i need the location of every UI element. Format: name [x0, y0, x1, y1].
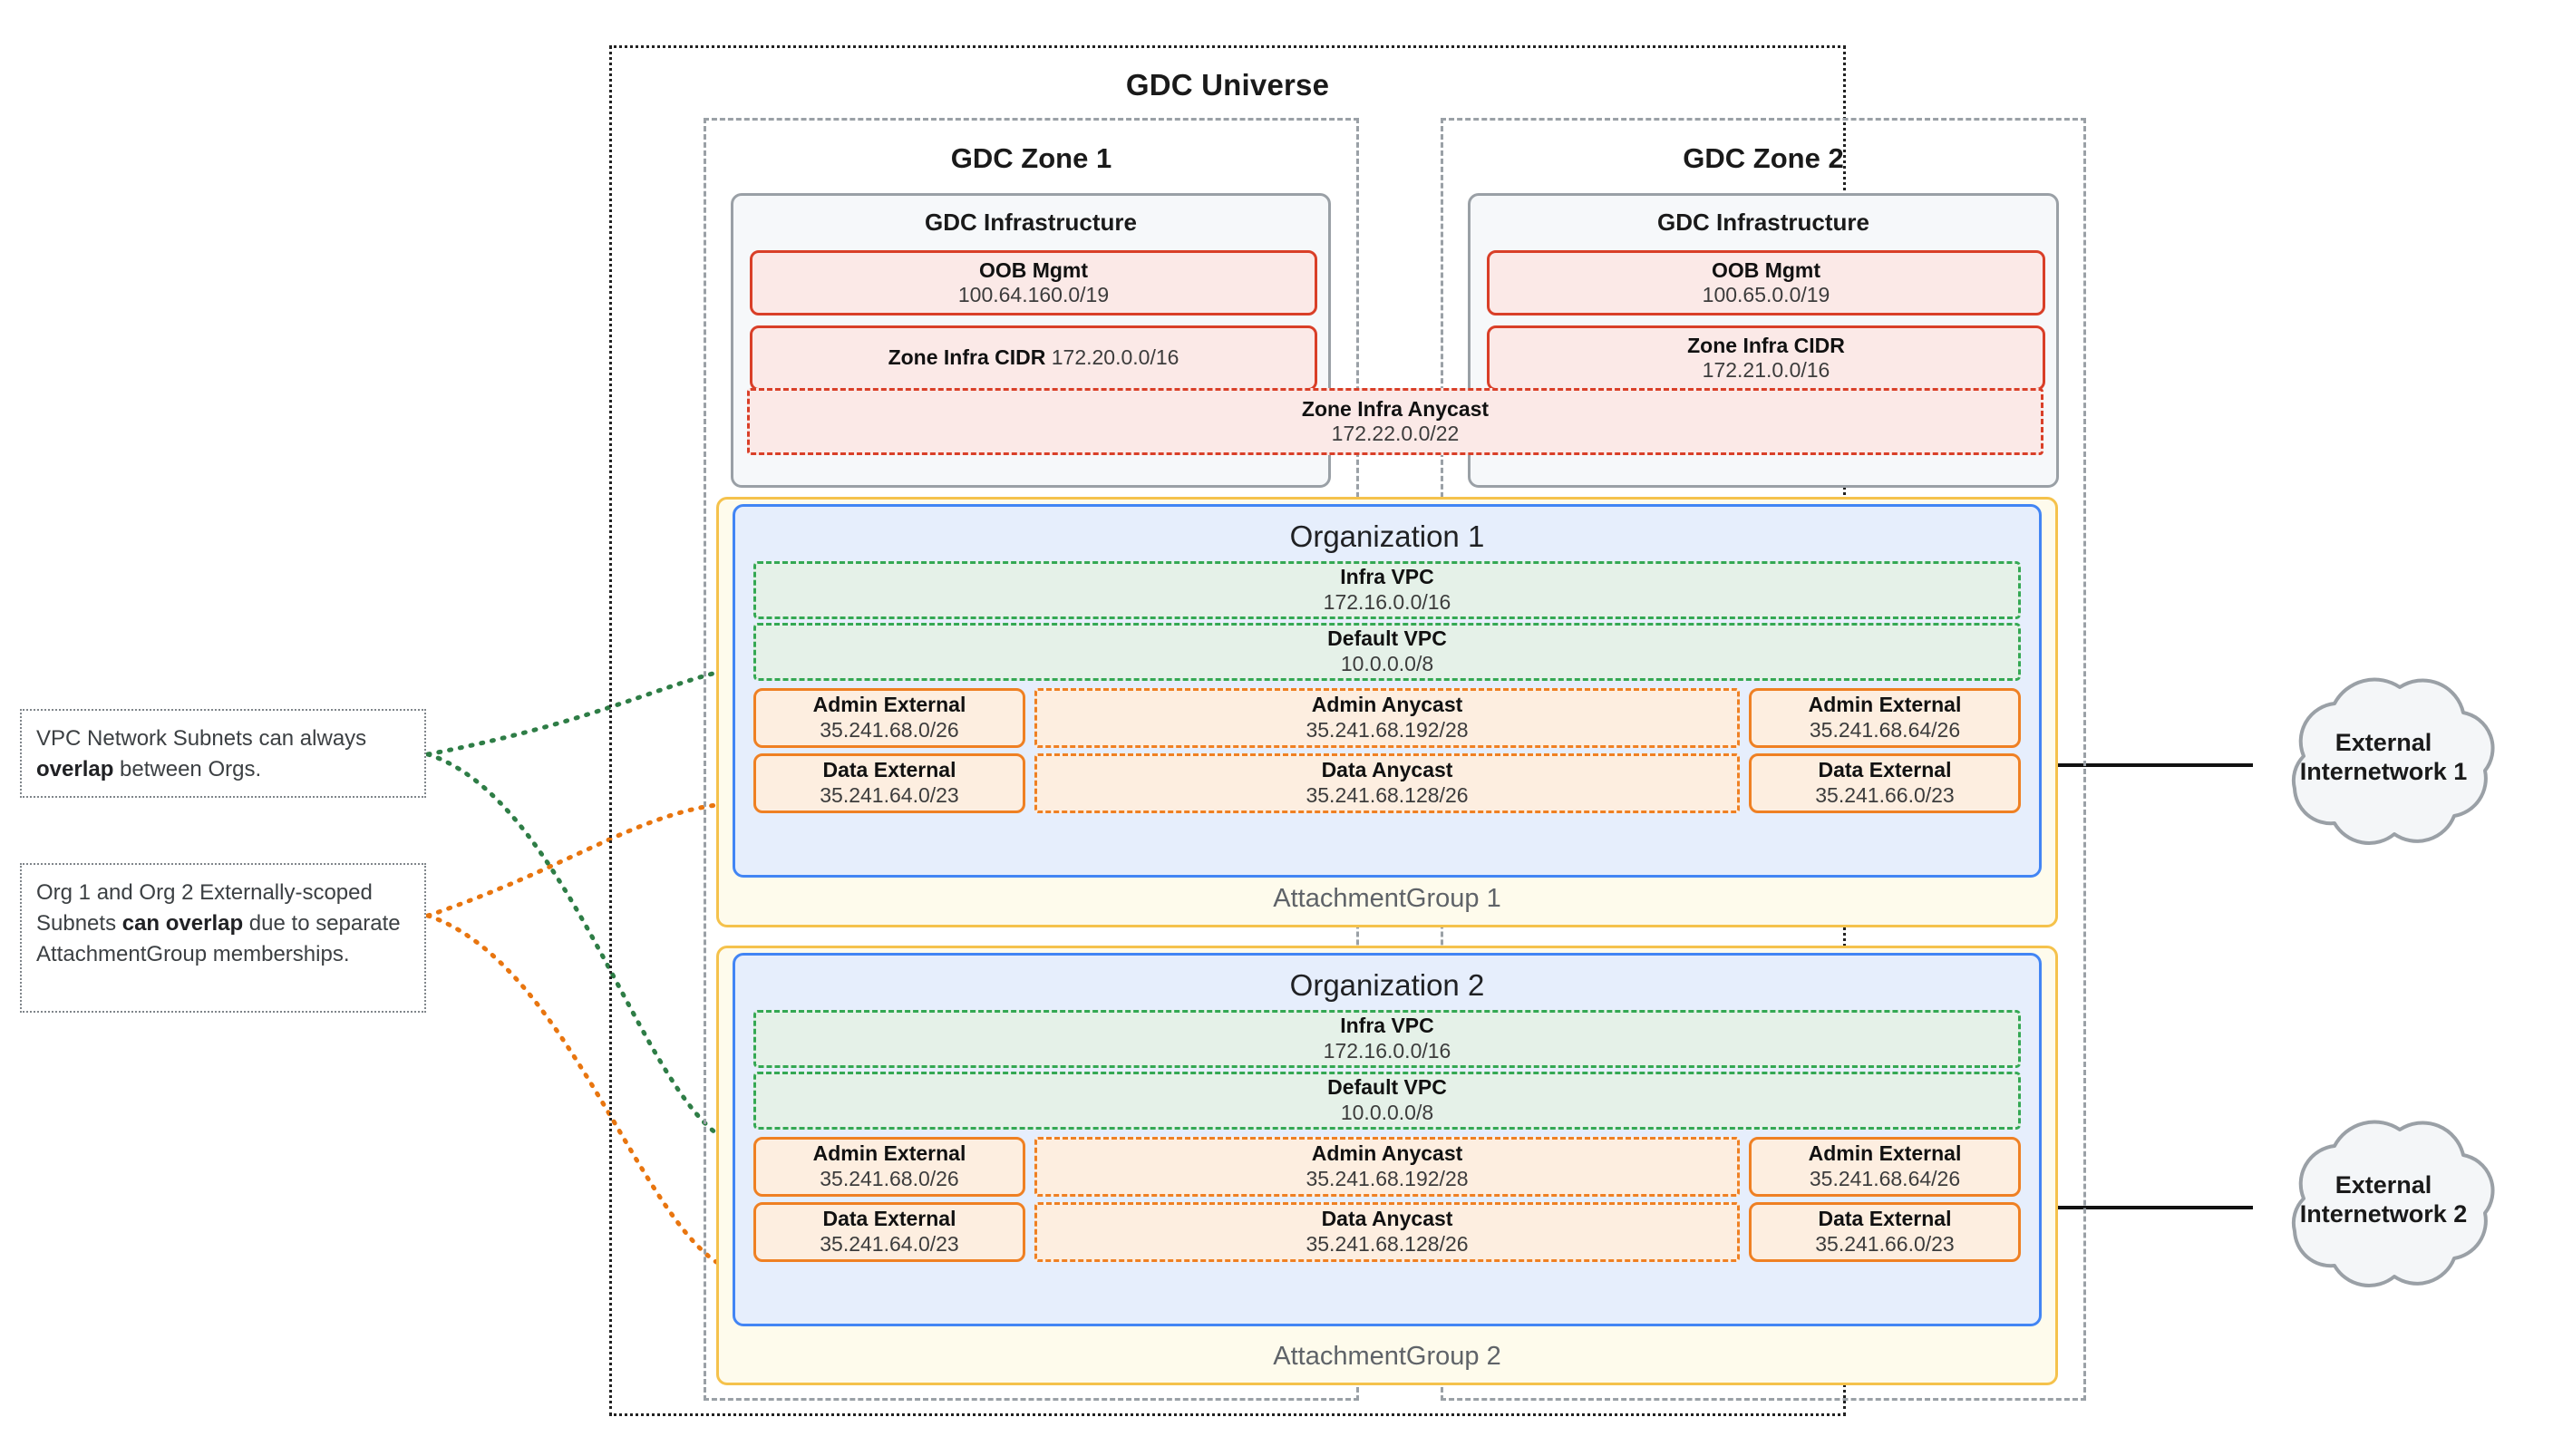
zone-2-title: GDC Zone 2 [1683, 142, 1844, 174]
org-2-admin-external-left-label: Admin External [812, 1141, 966, 1166]
note-external-overlap-text: Org 1 and Org 2 Externally-scoped Subnet… [36, 880, 401, 967]
org-2-infra-vpc-cidr: 172.16.0.0/16 [1323, 1039, 1451, 1063]
org-1-data-external-left-cidr: 35.241.64.0/23 [820, 783, 959, 807]
external-internetwork-2: External Internetwork 2 [2247, 1111, 2519, 1304]
zone-1-infra-cidr-block: Zone Infra CIDR 172.20.0.0/16 [750, 325, 1317, 391]
org-1-data-external-left: Data External 35.241.64.0/23 [753, 753, 1025, 813]
org-1-admin-external-right: Admin External 35.241.68.64/26 [1749, 688, 2021, 748]
org-2-data-external-right-label: Data External [1818, 1207, 1952, 1231]
org-2-admin-external-right: Admin External 35.241.68.64/26 [1749, 1137, 2021, 1197]
org-2-data-anycast-cidr: 35.241.68.128/26 [1306, 1232, 1469, 1256]
org-1-infra-vpc: Infra VPC 172.16.0.0/16 [753, 561, 2021, 619]
note-vpc-overlap: VPC Network Subnets can always overlap b… [20, 709, 426, 798]
zone-1-oob-mgmt-block: OOB Mgmt 100.64.160.0/19 [750, 250, 1317, 315]
org-2-infra-vpc: Infra VPC 172.16.0.0/16 [753, 1010, 2021, 1068]
organization-2-title: Organization 2 [1289, 968, 1485, 1002]
zone-2-oob-mgmt-cidr: 100.65.0.0/19 [1702, 283, 1830, 306]
zone-1-infra-cidr-value: 172.20.0.0/16 [1051, 345, 1179, 370]
organization-1-panel: Organization 1 Infra VPC 172.16.0.0/16 D… [733, 504, 2042, 878]
org-1-admin-external-right-label: Admin External [1808, 693, 1962, 717]
org-2-data-external-right: Data External 35.241.66.0/23 [1749, 1202, 2021, 1262]
zone-1-oob-mgmt-cidr: 100.64.160.0/19 [957, 283, 1110, 306]
org-1-admin-external-left-cidr: 35.241.68.0/26 [820, 718, 959, 742]
org-1-data-anycast-cidr: 35.241.68.128/26 [1306, 783, 1469, 807]
attachment-group-1-label: AttachmentGroup 1 [1273, 884, 1501, 913]
org-2-default-vpc-label: Default VPC [1327, 1075, 1447, 1100]
page-title: GDC Universe [1125, 68, 1330, 102]
cloud-icon [2291, 1120, 2495, 1287]
org-1-admin-anycast-cidr: 35.241.68.192/28 [1306, 718, 1469, 742]
note-vpc-overlap-text: VPC Network Subnets can always overlap b… [36, 726, 367, 782]
zone-infra-anycast-cidr: 172.22.0.0/22 [1331, 422, 1460, 445]
org-2-data-external-left-cidr: 35.241.64.0/23 [820, 1232, 959, 1256]
zone-infra-anycast-label: Zone Infra Anycast [1301, 396, 1490, 421]
org-2-admin-anycast-cidr: 35.241.68.192/28 [1306, 1167, 1469, 1190]
org-2-data-anycast: Data Anycast 35.241.68.128/26 [1034, 1202, 1740, 1262]
org-1-data-external-left-label: Data External [822, 758, 956, 782]
org-1-data-external-right-label: Data External [1818, 758, 1952, 782]
zone-1-title: GDC Zone 1 [950, 142, 1112, 174]
note-external-overlap: Org 1 and Org 2 Externally-scoped Subnet… [20, 863, 426, 1013]
org-2-admin-external-right-label: Admin External [1808, 1141, 1962, 1166]
org-1-admin-external-left-label: Admin External [812, 693, 966, 717]
org-2-admin-anycast-label: Admin Anycast [1311, 1141, 1463, 1166]
org-1-data-anycast: Data Anycast 35.241.68.128/26 [1034, 753, 1740, 813]
cloud-icon [2291, 677, 2495, 845]
zone-2-infrastructure-title: GDC Infrastructure [1656, 209, 1870, 236]
attachment-group-2-label: AttachmentGroup 2 [1273, 1342, 1501, 1371]
zone-1-oob-mgmt-label: OOB Mgmt [978, 257, 1089, 282]
zone-1-infra-cidr-text: Zone Infra CIDR 172.20.0.0/16 [888, 345, 1179, 370]
org-2-admin-external-left: Admin External 35.241.68.0/26 [753, 1137, 1025, 1197]
org-2-data-external-right-cidr: 35.241.66.0/23 [1815, 1232, 1955, 1256]
org-2-data-external-left: Data External 35.241.64.0/23 [753, 1202, 1025, 1262]
zone-2-infra-cidr-label: Zone Infra CIDR [1687, 333, 1845, 357]
org-1-admin-external-left: Admin External 35.241.68.0/26 [753, 688, 1025, 748]
org-1-data-external-right-cidr: 35.241.66.0/23 [1815, 783, 1955, 807]
zone-2-infra-cidr-block: Zone Infra CIDR 172.21.0.0/16 [1487, 325, 2045, 391]
zone-2-oob-mgmt-label: OOB Mgmt [1711, 257, 1821, 282]
org-1-infra-vpc-cidr: 172.16.0.0/16 [1323, 590, 1451, 614]
org-1-default-vpc-cidr: 10.0.0.0/8 [1340, 652, 1434, 675]
org-1-admin-external-right-cidr: 35.241.68.64/26 [1809, 718, 1961, 742]
org-1-data-anycast-label: Data Anycast [1321, 758, 1453, 782]
org-1-admin-anycast-label: Admin Anycast [1311, 693, 1463, 717]
org-2-admin-external-left-cidr: 35.241.68.0/26 [820, 1167, 959, 1190]
org-2-admin-external-right-cidr: 35.241.68.64/26 [1809, 1167, 1961, 1190]
zone-2-infra-cidr-value: 172.21.0.0/16 [1702, 358, 1830, 382]
org-2-admin-anycast: Admin Anycast 35.241.68.192/28 [1034, 1137, 1740, 1197]
zone-2-oob-mgmt-block: OOB Mgmt 100.65.0.0/19 [1487, 250, 2045, 315]
external-internetwork-1: External Internetwork 1 [2247, 669, 2519, 861]
org-2-infra-vpc-label: Infra VPC [1340, 1014, 1434, 1038]
organization-1-title: Organization 1 [1289, 519, 1485, 553]
org-2-data-anycast-label: Data Anycast [1321, 1207, 1453, 1231]
org-1-default-vpc: Default VPC 10.0.0.0/8 [753, 623, 2021, 681]
org-1-default-vpc-label: Default VPC [1327, 626, 1447, 651]
zone-1-infrastructure-title: GDC Infrastructure [924, 209, 1138, 236]
org-1-data-external-right: Data External 35.241.66.0/23 [1749, 753, 2021, 813]
zone-infra-anycast-block: Zone Infra Anycast 172.22.0.0/22 [747, 388, 2043, 455]
organization-2-panel: Organization 2 Infra VPC 172.16.0.0/16 D… [733, 953, 2042, 1326]
zone-1-infra-cidr-label: Zone Infra CIDR [888, 345, 1046, 370]
org-2-data-external-left-label: Data External [822, 1207, 956, 1231]
org-1-infra-vpc-label: Infra VPC [1340, 565, 1434, 589]
org-2-default-vpc-cidr: 10.0.0.0/8 [1340, 1101, 1434, 1124]
org-2-default-vpc: Default VPC 10.0.0.0/8 [753, 1072, 2021, 1130]
org-1-admin-anycast: Admin Anycast 35.241.68.192/28 [1034, 688, 1740, 748]
